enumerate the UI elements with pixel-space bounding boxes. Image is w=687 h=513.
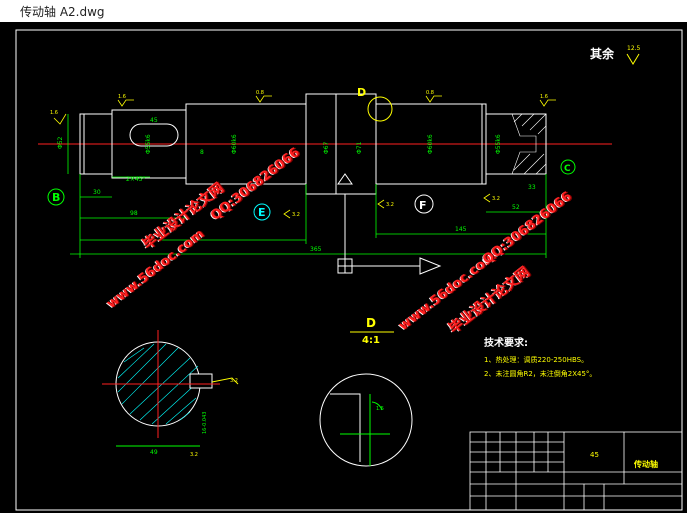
tech-requirements: 技术要求: 1、热处理：调质220-250HBS。 2、未注圆角R2，未注倒角2… (484, 336, 596, 378)
roughness-value: 12.5 (627, 45, 641, 52)
svg-text:3.2: 3.2 (386, 202, 394, 208)
dim-l8: 45 (150, 117, 158, 124)
svg-text:3.2: 3.2 (230, 378, 238, 384)
shaft-outline (79, 93, 547, 195)
datum-d: D (357, 86, 366, 99)
end-hatch (511, 113, 547, 175)
roughness-note: 其余 (590, 46, 615, 61)
section-arrow (337, 173, 442, 275)
dim-l3: 365 (310, 246, 322, 253)
datum-e: E (258, 206, 266, 219)
dim-l7: 8 (200, 149, 204, 156)
svg-text:0.8: 0.8 (426, 90, 434, 96)
svg-text:0.8: 0.8 (256, 90, 264, 96)
title-material: 45 (590, 451, 599, 459)
section-height: 16-0.043 (202, 412, 208, 434)
roughness-texts: 1.6 0.8 0.8 1.6 1.6 3.2 3.2 3.2 3.2 3.2 (50, 90, 548, 458)
datum-markers: B E F C D (47, 86, 576, 221)
dimension-lines (67, 114, 547, 258)
detail-view: 1.5 (319, 373, 413, 467)
datum-f: F (419, 199, 427, 212)
dim-d2: Φ55k6 (145, 134, 152, 154)
dim-d3: Φ60k6 (231, 134, 238, 154)
tech-line-1: 1、热处理：调质220-250HBS。 (484, 355, 588, 364)
roughness-symbol (626, 53, 640, 65)
dim-l5: 52 (512, 204, 520, 211)
dim-d6: Φ60k6 (427, 134, 434, 154)
svg-text:3.2: 3.2 (292, 212, 300, 218)
section-scale: 4:1 (362, 335, 380, 346)
title-block (469, 431, 683, 511)
svg-text:1.6: 1.6 (118, 94, 126, 100)
tech-title: 技术要求: (484, 336, 528, 349)
cad-drawing[interactable]: 其余 12.5 (0, 22, 687, 513)
svg-text:1.6: 1.6 (50, 110, 58, 116)
tech-line-2: 2、未注圆角R2，未注倒角2X45°。 (484, 369, 596, 378)
dim-l1: 30 (93, 189, 101, 196)
title-bar: 传动轴 A2.dwg (0, 0, 687, 23)
svg-text:3.2: 3.2 (190, 452, 198, 458)
dim-l9: 2×45° (126, 176, 145, 183)
dim-d4: Φ67 (323, 141, 330, 154)
window-title: 传动轴 A2.dwg (20, 5, 105, 19)
cross-section: 49 16-0.043 (102, 330, 239, 456)
drawing-canvas[interactable]: 其余 12.5 (0, 22, 687, 513)
title-part-name: 传动轴 (633, 459, 658, 469)
detail-key: 1.5 (376, 406, 384, 412)
datum-b: B (52, 191, 60, 204)
section-letter: D (366, 316, 376, 330)
dim-d7: Φ55k6 (495, 134, 502, 154)
dim-d5: Φ71 (356, 141, 363, 154)
dimension-texts: 30 98 365 145 52 33 8 45 2×45° Φ52 Φ55k6… (57, 117, 536, 253)
drawing-frame (15, 29, 683, 511)
svg-text:1.6: 1.6 (540, 94, 548, 100)
roughness-symbols (53, 95, 556, 219)
dim-l6: 33 (528, 184, 536, 191)
svg-text:3.2: 3.2 (492, 196, 500, 202)
datum-c: C (564, 164, 571, 174)
dim-d1: Φ52 (57, 136, 64, 149)
dim-l2: 98 (130, 210, 138, 217)
section-width: 49 (150, 449, 158, 456)
dim-l4: 145 (455, 226, 467, 233)
